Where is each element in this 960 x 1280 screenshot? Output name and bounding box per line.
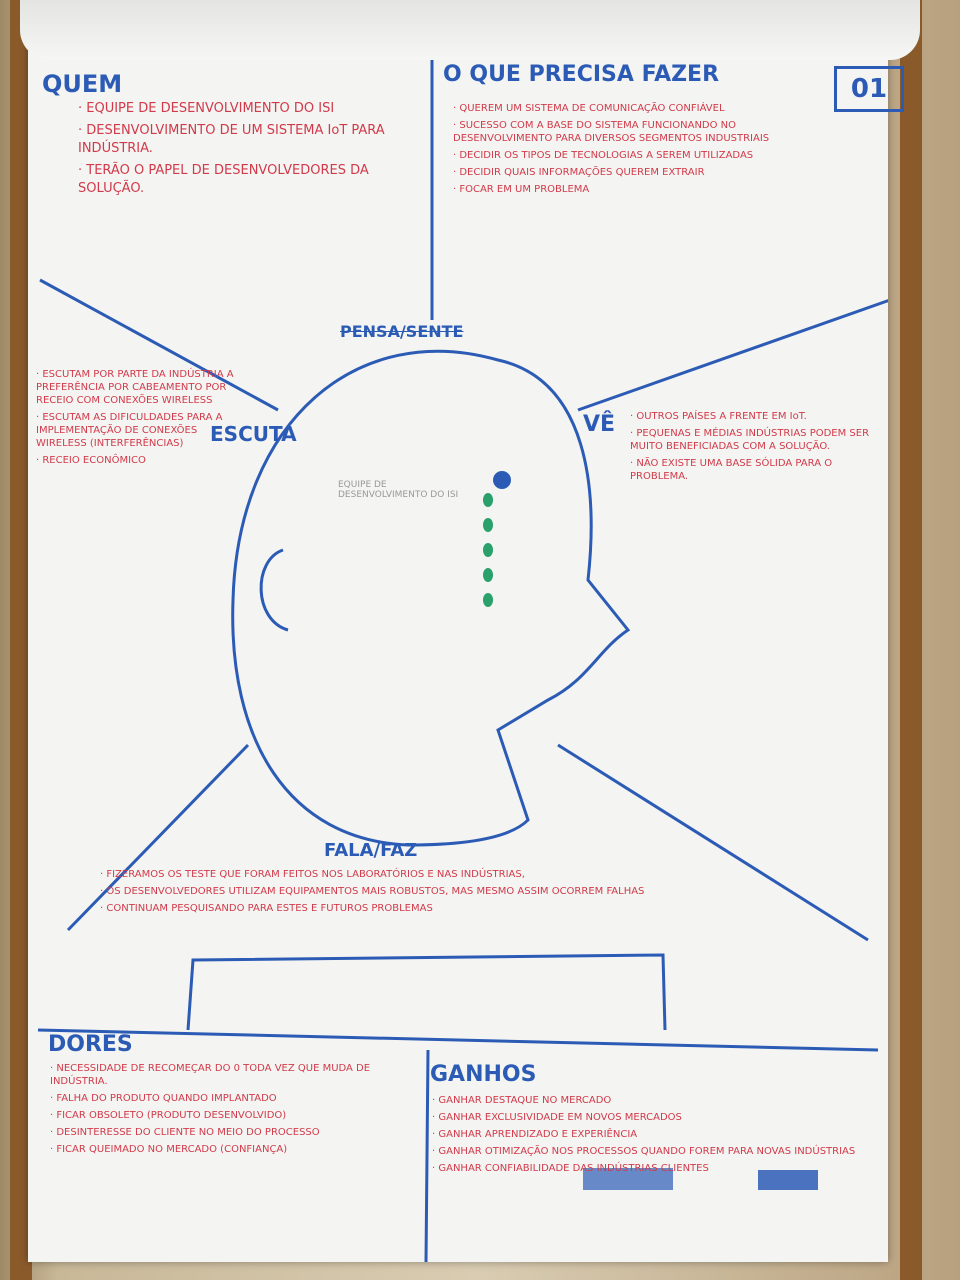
precisa-item: · SUCESSO COM A BASE DO SISTEMA FUNCIONA… <box>453 120 770 144</box>
dores-item: · FALHA DO PRODUTO QUANDO IMPLANTADO <box>50 1093 277 1104</box>
fala-heading: FALA/FAZ <box>324 840 418 861</box>
ve-heading: VÊ <box>583 412 616 437</box>
ganhos-item: · GANHAR DESTAQUE NO MERCADO <box>432 1095 612 1106</box>
flipchart-top-curl <box>20 0 920 60</box>
fala-list: · FIZERAMOS OS TESTE QUE FORAM FEITOS NO… <box>100 868 740 919</box>
quem-item: · TERÃO O PAPEL DE DESENVOLVEDORES DA SO… <box>78 163 369 196</box>
fala-item: · FIZERAMOS OS TESTE QUE FORAM FEITOS NO… <box>100 869 525 880</box>
ganhos-heading: GANHOS <box>430 1062 537 1087</box>
head-text: EQUIPE DE DESENVOLVIMENTO DO ISI <box>338 480 459 500</box>
dores-item: · FICAR QUEIMADO NO MERCADO (CONFIANÇA) <box>50 1144 288 1155</box>
precisa-item: · FOCAR EM UM PROBLEMA <box>453 184 590 195</box>
precisa-item: · DECIDIR QUAIS INFORMAÇÕES QUEREM EXTRA… <box>453 167 705 178</box>
dores-item: · FICAR OBSOLETO (PRODUTO DESENVOLVIDO) <box>50 1110 287 1121</box>
sheet-number: 01 <box>834 66 904 112</box>
precisa-item: · DECIDIR OS TIPOS DE TECNOLOGIAS A SERE… <box>453 150 754 161</box>
empathy-map-lines <box>37 60 888 1262</box>
dores-heading: DORES <box>48 1032 133 1057</box>
escuta-item: · ESCUTAM AS DIFICULDADES PARA A IMPLEME… <box>36 412 223 449</box>
ganhos-list: · GANHAR DESTAQUE NO MERCADO · GANHAR EX… <box>432 1094 872 1179</box>
escuta-list: · ESCUTAM POR PARTE DA INDÚSTRIA A PREFE… <box>36 368 246 471</box>
easel-left-leg <box>10 0 32 1280</box>
ganhos-item: · GANHAR CONFIABILIDADE DAS INDÚSTRIAS C… <box>432 1163 709 1174</box>
quem-list: · EQUIPE DE DESENVOLVIMENTO DO ISI · DES… <box>78 100 408 202</box>
escuta-heading: ESCUTA <box>210 422 297 446</box>
dores-item: · DESINTERESSE DO CLIENTE NO MEIO DO PRO… <box>50 1127 320 1138</box>
dores-item: · NECESSIDADE DE RECOMEÇAR DO 0 TODA VEZ… <box>50 1063 371 1087</box>
quem-item: · DESENVOLVIMENTO DE UM SISTEMA IoT PARA… <box>78 123 385 156</box>
precisa-heading: O QUE PRECISA FAZER <box>443 62 720 87</box>
precisa-list: · QUEREM UM SISTEMA DE COMUNICAÇÃO CONFI… <box>453 102 823 200</box>
ve-list: · OUTROS PAÍSES A FRENTE EM IoT. · PEQUE… <box>630 410 880 487</box>
fala-item: · CONTINUAM PESQUISANDO PARA ESTES E FUT… <box>100 903 433 914</box>
easel-right-leg <box>900 0 922 1280</box>
quem-item: · EQUIPE DE DESENVOLVIMENTO DO ISI <box>78 101 335 116</box>
escuta-item: · ESCUTAM POR PARTE DA INDÚSTRIA A PREFE… <box>36 369 234 406</box>
ve-item: · OUTROS PAÍSES A FRENTE EM IoT. <box>630 411 807 422</box>
ganhos-item: · GANHAR APRENDIZADO E EXPERIÊNCIA <box>432 1129 638 1140</box>
fala-item: · OS DESENVOLVEDORES UTILIZAM EQUIPAMENT… <box>100 886 645 897</box>
quem-heading: QUEM <box>42 70 123 98</box>
dores-list: · NECESSIDADE DE RECOMEÇAR DO 0 TODA VEZ… <box>50 1062 410 1160</box>
precisa-item: · QUEREM UM SISTEMA DE COMUNICAÇÃO CONFI… <box>453 103 725 114</box>
ganhos-item: · GANHAR OTIMIZAÇÃO NOS PROCESSOS QUANDO… <box>432 1146 856 1157</box>
flipchart-sheet: 01 QUEM · EQUIPE DE DESENVOLVIMENTO DO I… <box>28 40 904 1262</box>
ganhos-item: · GANHAR EXCLUSIVIDADE EM NOVOS MERCADOS <box>432 1112 682 1123</box>
escuta-item: · RECEIO ECONÔMICO <box>36 455 146 466</box>
pensa-heading: PENSA/SENTE <box>340 322 464 341</box>
ve-item: · NÃO EXISTE UMA BASE SÓLIDA PARA O PROB… <box>630 458 833 482</box>
ve-item: · PEQUENAS E MÉDIAS INDÚSTRIAS PODEM SER… <box>630 428 870 452</box>
